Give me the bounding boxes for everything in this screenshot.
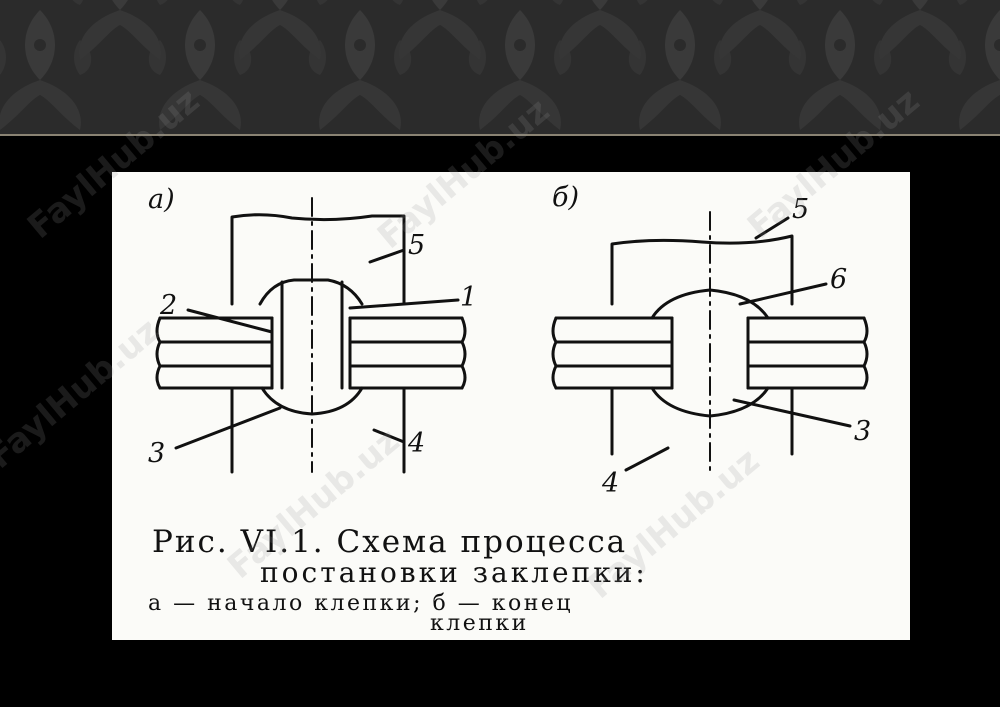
panel-b-drawing <box>551 211 869 473</box>
panel-b-label-4: 4 <box>601 468 619 499</box>
caption-line-1: Рис. VI.1. Схема процесса <box>152 524 627 560</box>
upper-die-b <box>610 234 794 306</box>
panel-a-label-4: 4 <box>407 428 425 459</box>
panel-a-label: а) <box>148 184 175 215</box>
decorative-header-banner <box>0 0 1000 136</box>
lower-die-a <box>230 386 406 474</box>
riveting-diagram: а) б) 5 2 1 3 4 5 6 3 4 Рис. VI.1. Схема… <box>148 182 871 636</box>
panel-b-label-3: 3 <box>854 416 871 447</box>
panel-b-label-6: 6 <box>830 264 847 295</box>
panel-a-label-3: 3 <box>148 438 165 469</box>
riveting-diagram-figure: а) б) 5 2 1 3 4 5 6 3 4 Рис. VI.1. Схема… <box>112 172 910 640</box>
panel-a-label-1: 1 <box>460 282 477 313</box>
panel-a-label-5: 5 <box>408 230 425 261</box>
panel-a-label-2: 2 <box>159 290 177 321</box>
panel-b-label-5: 5 <box>792 194 809 225</box>
damask-pattern <box>0 0 1000 130</box>
banner-divider <box>0 134 1000 136</box>
upper-die-a <box>230 213 406 306</box>
caption-line-4: клепки <box>430 611 529 636</box>
caption-line-2: постановки заклепки: <box>260 556 648 589</box>
panel-b-label: б) <box>552 182 579 213</box>
panel-a-drawing <box>155 197 467 474</box>
lower-die-b <box>610 386 794 456</box>
caption-line-3: а — начало клепки; б — конец <box>148 591 573 616</box>
